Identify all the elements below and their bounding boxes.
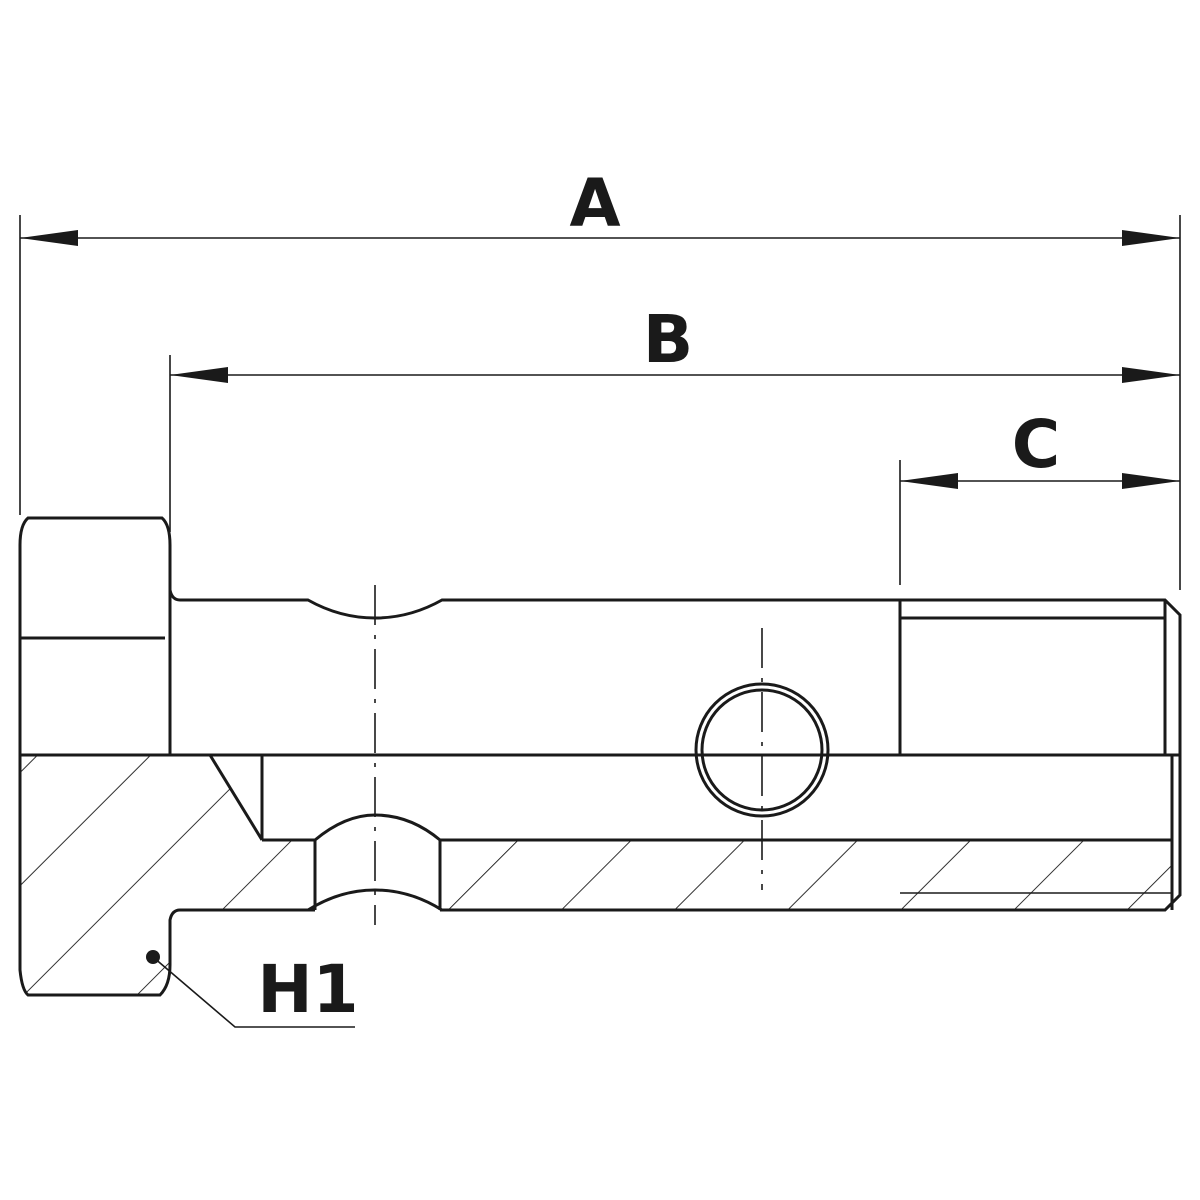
- h1-callout: H1: [146, 950, 359, 1028]
- dimension-c: C: [899, 406, 1180, 585]
- h1-label: H1: [257, 951, 358, 1028]
- section-hatching: [20, 755, 1172, 995]
- bolt-outline: [18, 516, 1182, 997]
- dimension-b-label: B: [643, 301, 693, 378]
- dimension-a-label: A: [569, 165, 620, 242]
- dimension-a: A: [19, 165, 1181, 590]
- dimension-b: B: [169, 301, 1180, 532]
- dimension-c-label: C: [1012, 406, 1060, 483]
